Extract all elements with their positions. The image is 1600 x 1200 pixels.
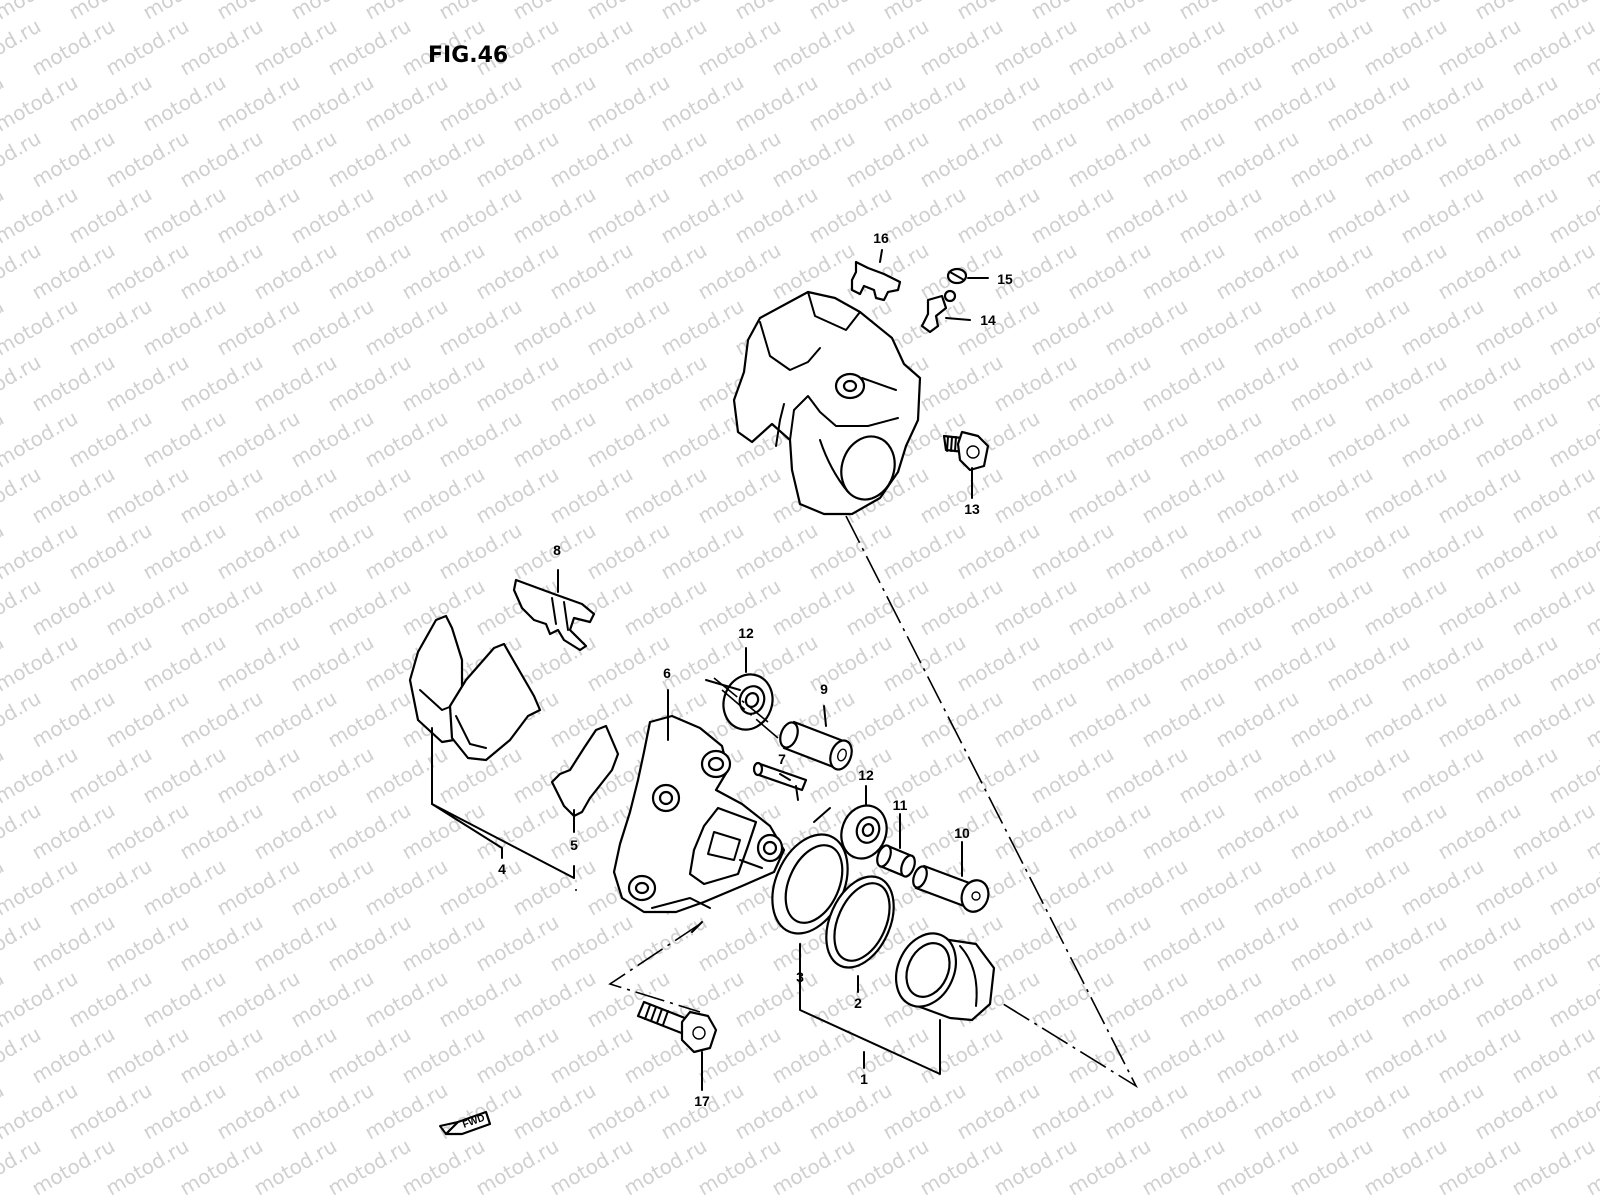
boot-12-upper <box>722 673 774 731</box>
callout-14: 14 <box>980 312 996 328</box>
pad-spring-8 <box>512 578 596 652</box>
callout-17: 17 <box>694 1093 710 1109</box>
dust-seal-3 <box>771 833 849 935</box>
bleeder-valve-14 <box>920 289 957 334</box>
callout-12-upper: 12 <box>738 625 754 641</box>
callout-5: 5 <box>570 837 578 853</box>
callout-1: 1 <box>860 1071 868 1087</box>
boot-12-lower <box>840 804 888 860</box>
bleeder-cap-15 <box>946 267 968 285</box>
callout-labels: 16 15 14 13 8 12 6 9 7 12 11 10 5 4 3 2 … <box>498 230 1013 1109</box>
slide-pin-10 <box>912 864 990 913</box>
caliper-bracket-6 <box>612 714 786 914</box>
pad-spring-16 <box>850 260 902 302</box>
callout-10: 10 <box>954 825 970 841</box>
callout-7: 7 <box>778 751 786 767</box>
piston-1 <box>895 932 996 1022</box>
figure-title: FIG.46 <box>428 43 508 68</box>
bushing-11 <box>876 844 916 878</box>
callout-9: 9 <box>820 681 828 697</box>
callout-11: 11 <box>893 797 908 813</box>
pin-7 <box>752 761 808 801</box>
callout-8: 8 <box>553 542 561 558</box>
caliper-bolt-13 <box>942 430 990 472</box>
leader-lines <box>431 249 989 1091</box>
bracket-bolt-17 <box>636 1000 718 1054</box>
sleeve-9 <box>779 720 853 771</box>
callout-12-lower: 12 <box>858 767 874 783</box>
callout-16: 16 <box>873 230 889 246</box>
callout-15: 15 <box>997 271 1013 287</box>
piston-seal-2 <box>825 875 895 969</box>
forward-direction-marker: FWD <box>439 1110 492 1136</box>
callout-2: 2 <box>854 995 862 1011</box>
assembly-centre-lines <box>608 515 1139 1089</box>
callout-4: 4 <box>498 861 506 877</box>
caliper-housing <box>732 290 922 516</box>
callout-6: 6 <box>663 665 671 681</box>
brake-pads-4 <box>408 614 542 762</box>
callout-13: 13 <box>964 501 980 517</box>
shim-5 <box>550 724 620 818</box>
callout-3: 3 <box>796 969 804 985</box>
